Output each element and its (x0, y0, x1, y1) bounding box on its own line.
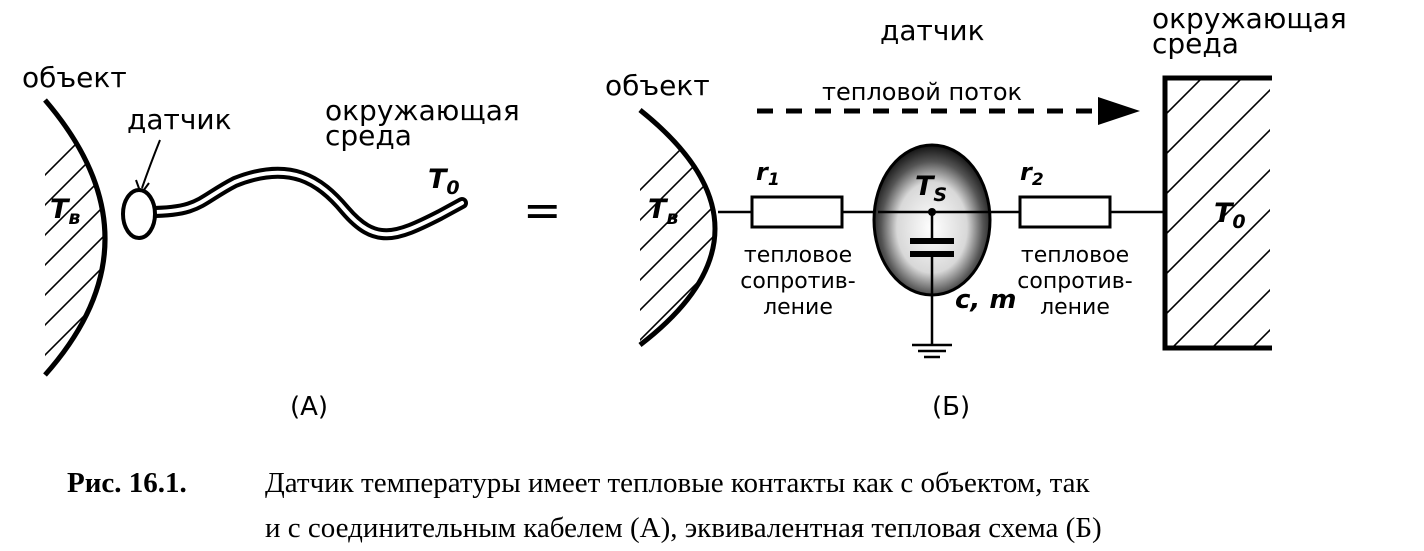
connecting-cable (144, 166, 468, 241)
resistor-r2 (1018, 195, 1112, 229)
caption-line2: и с соединительным кабелем (А), эквивале… (265, 512, 1102, 544)
heat-capacity-label: c, m (955, 285, 1016, 315)
sensor-temp-b: TS (915, 171, 947, 206)
env-temp-a: T0 (428, 164, 460, 199)
resistance-label-left: тепловое сопротив- ление (740, 243, 855, 320)
panel-label-b: (Б) (932, 392, 970, 422)
sensor-pointer-arrow (141, 139, 161, 189)
res-left-line2: сопротив- (740, 269, 855, 294)
ground-icon (912, 343, 952, 359)
sensor-label-a: датчик (127, 103, 231, 136)
res-right-line2: сопротив- (1017, 269, 1132, 294)
heat-flow-label: тепловой поток (822, 78, 1022, 106)
object-temp-b: Tв (648, 194, 678, 229)
sensor-bead-a (121, 188, 157, 240)
resistor-r1 (750, 195, 844, 229)
object-surface-a (43, 98, 108, 377)
env-label-b-line1: окружающая (1152, 2, 1347, 35)
object-label-a: объект (22, 61, 127, 94)
caption-line1: Датчик температуры имеет тепловые контак… (265, 467, 1091, 499)
res-left-line1: тепловое (744, 243, 852, 268)
sensor-body-b (872, 143, 992, 345)
res-left-line3: ление (763, 295, 833, 320)
env-label-a-line2: среда (325, 119, 412, 152)
resistor-r2-label: r2 (1020, 158, 1044, 190)
sensor-label-b: датчик (880, 14, 984, 47)
res-right-line1: тепловое (1021, 243, 1129, 268)
env-label-b-line2: среда (1152, 27, 1239, 60)
panel-b: датчик окружающая среда объект тепловой … (605, 2, 1347, 422)
res-right-line3: ление (1040, 295, 1110, 320)
env-temp-b: T0 (1214, 198, 1246, 233)
object-surface-b (638, 108, 718, 347)
env-label-a-line1: окружающая (325, 94, 520, 127)
panel-label-a: (А) (290, 392, 328, 422)
resistance-label-right: тепловое сопротив- ление (1017, 243, 1132, 320)
object-label-b: объект (605, 69, 710, 102)
object-temp-a: Tв (50, 194, 80, 229)
environment-block (1162, 75, 1272, 351)
panel-a: объект датчик окружающая среда Tв (22, 61, 520, 422)
resistor-r1-label: r1 (756, 158, 780, 190)
caption-prefix: Рис. 16.1. (67, 467, 187, 499)
equals-sign: = (523, 183, 562, 237)
figure-caption: Рис. 16.1. Датчик температуры имеет тепл… (67, 467, 1102, 544)
